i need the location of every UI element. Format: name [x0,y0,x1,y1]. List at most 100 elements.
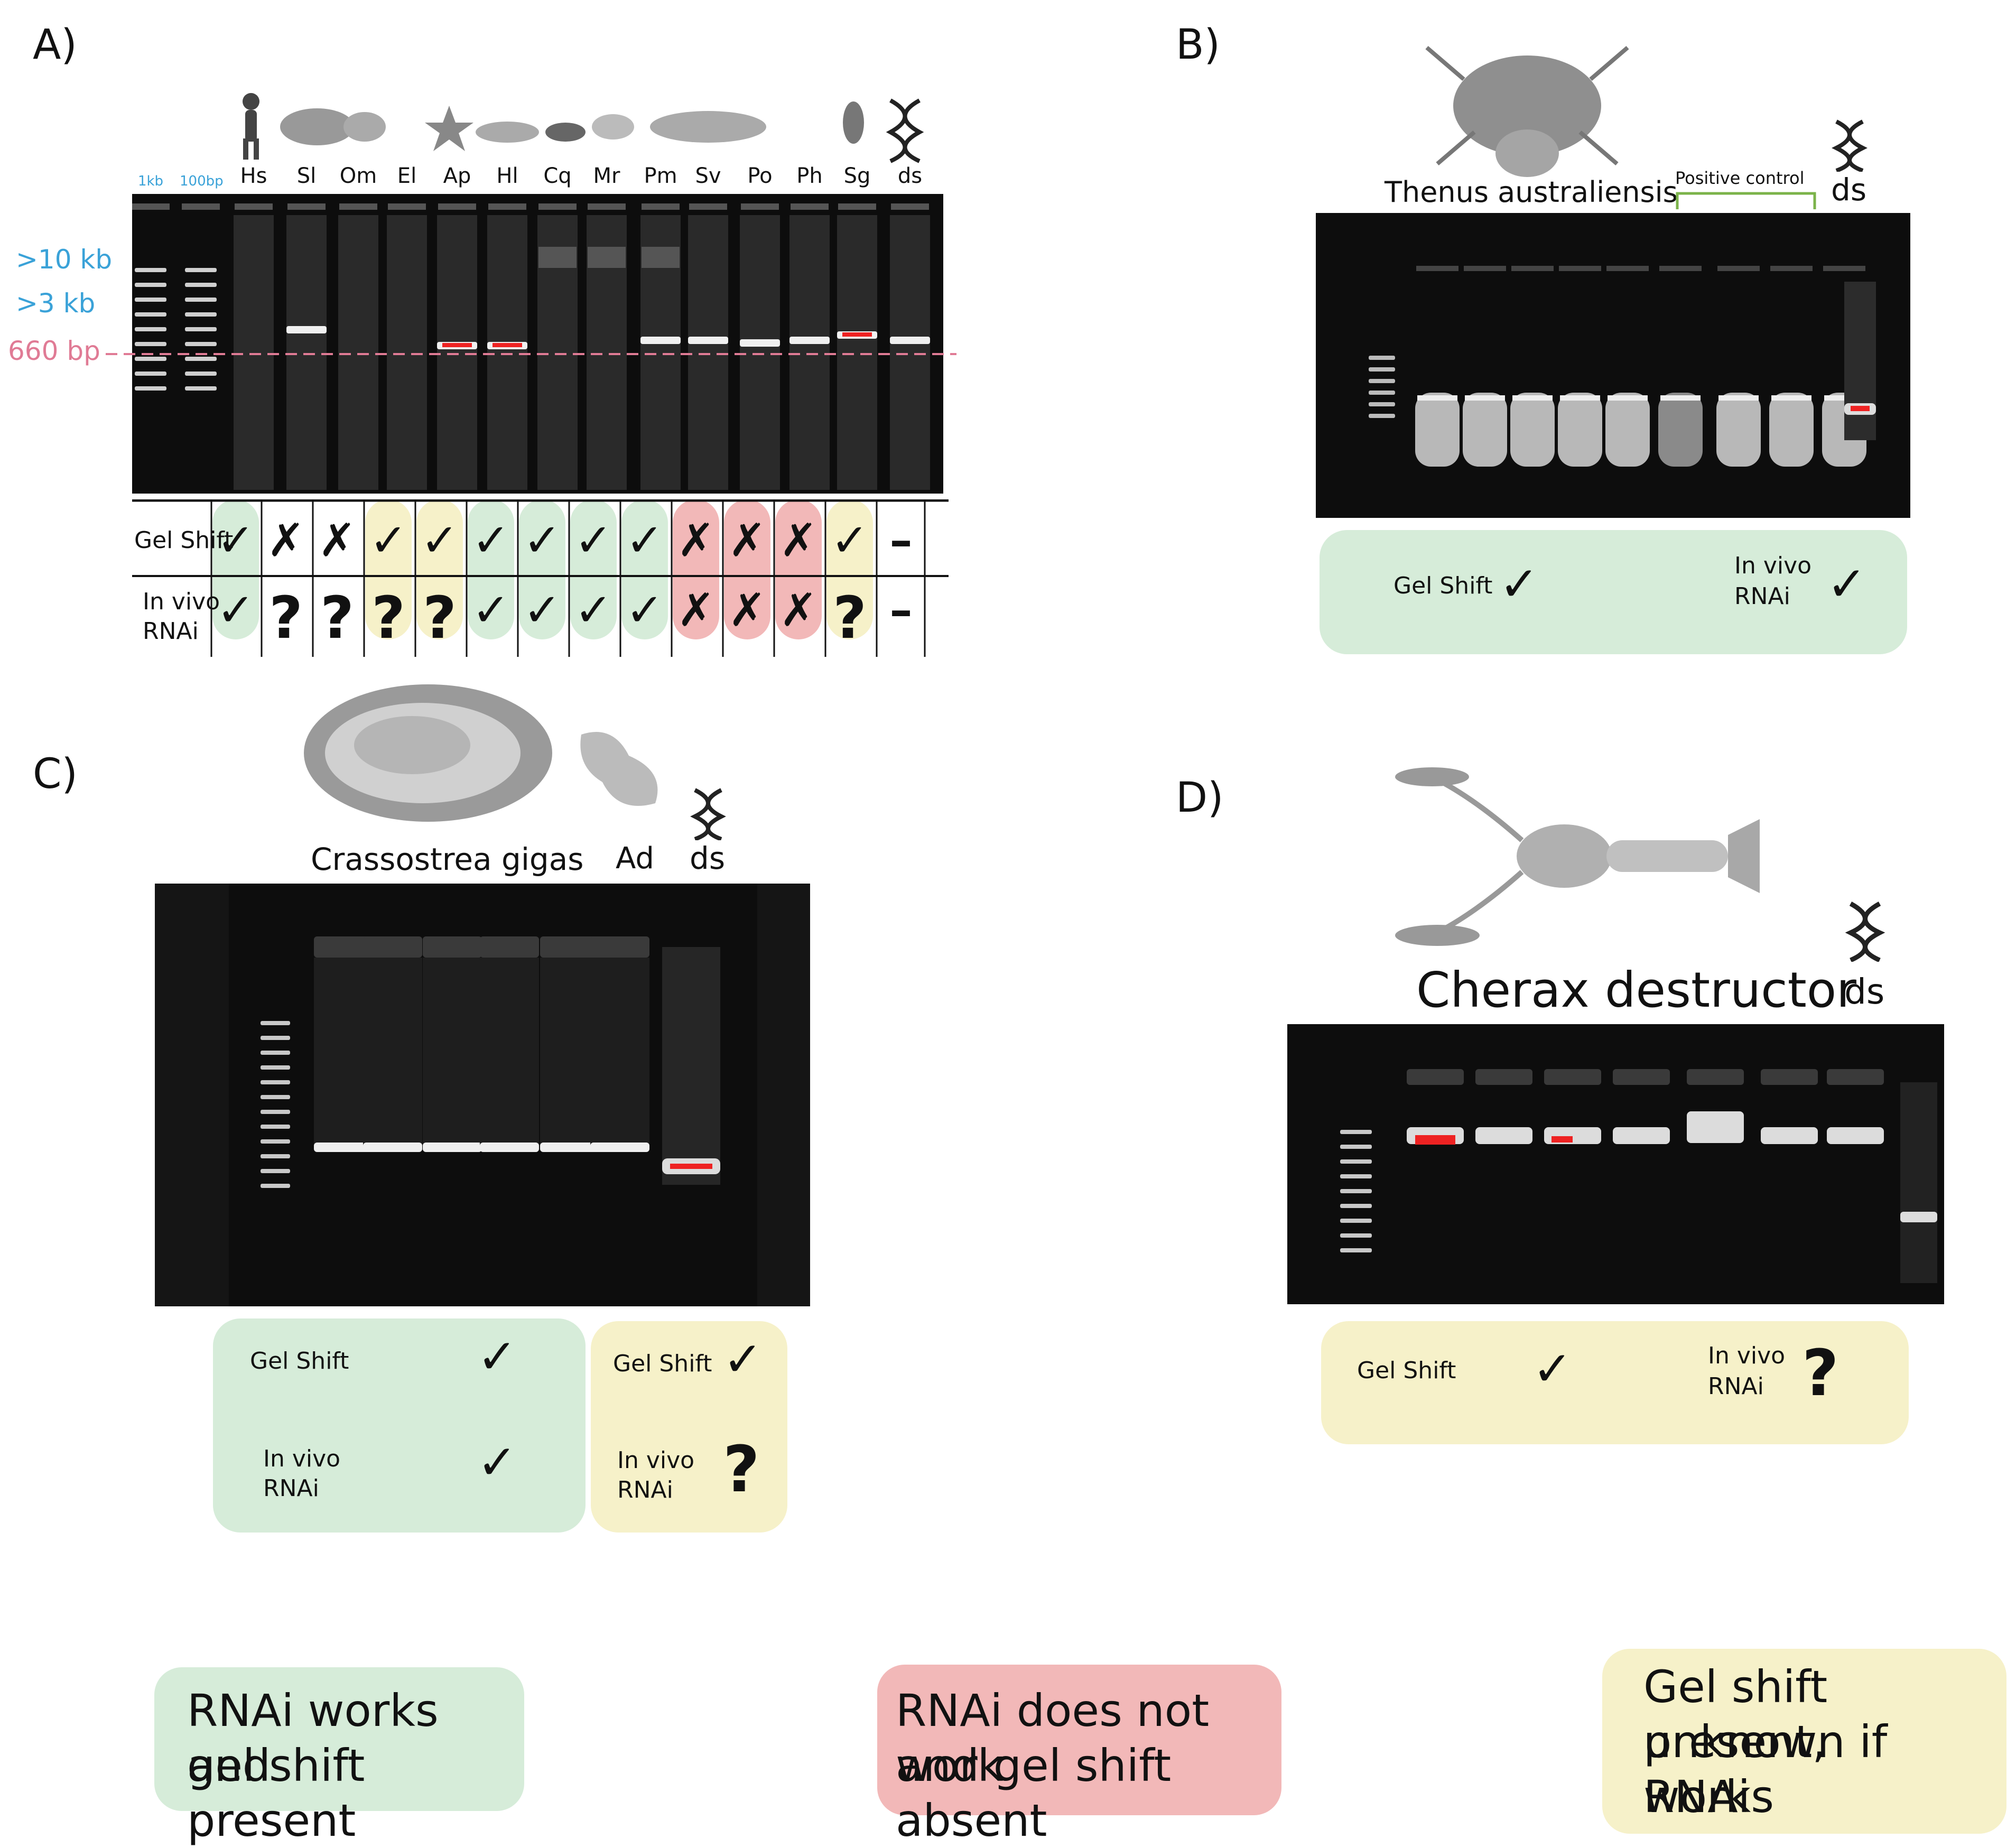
gel-shift-mark-4: ✓ [420,514,459,567]
panel-d-in-vivo-mark: ? [1802,1337,1839,1410]
panel-c-left-in-vivo-line1: In vivo [263,1445,341,1472]
lobster-image [1425,45,1629,177]
panel-b-gel-shift: Gel Shift [1393,572,1493,599]
gel-shift-mark-7: ✓ [574,514,613,567]
marker-10kb: >10 kb [16,244,113,275]
panel-a-label: A) [33,21,77,69]
in-vivo-mark-8: ✓ [625,584,664,637]
legend-green: RNAi works and gel shift present [154,1667,524,1846]
panel-c-species: Crassostrea gigas [311,841,584,877]
gel-shift-mark-6: ✓ [523,514,562,567]
panel-b-gel-shift-mark: ✓ [1499,556,1539,612]
panel-c-right-gel-mark: ✓ [723,1332,763,1387]
panel-c-dna-icon [690,788,726,840]
panel-b-label: B) [1176,21,1220,69]
lane-label-ap: Ap [443,164,471,188]
panel-c-gel [155,884,810,1306]
table-col-bg-12 [826,499,873,639]
panel-b-in-vivo-line1: In vivo [1734,552,1812,579]
marker-3kb: >3 kb [16,288,96,319]
panel-b-ds: ds [1831,172,1867,208]
panel-c-right-in-vivo-line2: RNAi [617,1476,673,1503]
panel-d-in-vivo-line1: In vivo [1708,1342,1786,1369]
legend-yellow-line1: Gel shift present, [1643,1661,1828,1768]
lane-label-100bp: 100bp [180,173,224,189]
panel-d-in-vivo-line2: RNAi [1708,1373,1764,1400]
legend-red-line1: RNAi does not work [896,1685,1210,1791]
legend-green-line1: RNAi works and [187,1685,439,1791]
panel-d-gel [1287,1024,1944,1304]
legend-yellow-line2: unknown if RNAi [1643,1716,1888,1823]
row-label-in-vivo-line1: In vivo [143,588,220,615]
in-vivo-mark-1: ? [269,584,303,652]
gel-shift-mark-2: ✗ [318,514,357,567]
panel-a-dna-icon [886,98,924,163]
in-vivo-mark-12: ? [833,584,867,652]
legend-red-line2: and gel shift absent [896,1740,1172,1846]
panel-b-in-vivo-mark: ✓ [1827,556,1867,612]
in-vivo-mark-9: ✗ [676,584,716,637]
panel-c-right-gel-shift: Gel Shift [613,1350,712,1377]
crayfish-image [1395,767,1760,946]
lane-label-hl: Hl [496,164,518,188]
lane-label-ds: ds [897,164,923,188]
legend-red: RNAi does not work and gel shift absent [877,1665,1281,1846]
panel-d-ds: ds [1844,971,1885,1012]
gel-shift-mark-10: ✗ [728,514,767,567]
panel-c-label: C) [33,750,78,798]
in-vivo-mark-13: – [889,584,913,637]
panel-b-gel [1316,213,1910,518]
row-label-gel-shift: Gel Shift [134,527,234,554]
lane-label-ph: Ph [796,164,823,188]
positive-control-label: Positive control [1675,168,1805,188]
lane-label-om: Om [339,164,377,188]
panel-a-gel [132,194,943,494]
panel-a-table: ✓✗✗✓✓✓✓✓✓✗✗✗✓–✓????✓✓✓✓✗✗✗?– Gel Shift I… [132,499,949,658]
in-vivo-mark-6: ✓ [523,584,562,637]
table-col-bg-3 [365,499,412,639]
in-vivo-mark-0: ✓ [216,584,255,637]
panel-c-left-in-vivo-mark: ✓ [477,1435,517,1490]
gel-shift-mark-13: – [889,514,913,567]
table-col-bg-5 [468,499,514,639]
gel-shift-mark-9: ✗ [676,514,716,567]
panel-d-gel-shift: Gel Shift [1357,1357,1456,1384]
in-vivo-mark-11: ✗ [779,584,818,637]
marker-660bp: 660 bp [8,336,100,366]
panel-c-left-gel-shift: Gel Shift [250,1348,349,1375]
legend-green-line2: gel shift present [187,1740,365,1846]
in-vivo-mark-2: ? [320,584,354,652]
panel-d-gel-mark: ✓ [1532,1341,1573,1397]
row-label-in-vivo-line2: RNAi [143,618,199,645]
panel-c-ad: Ad [616,841,654,876]
panel-a-table-grid [132,499,949,657]
ad-image [580,732,658,806]
panel-d-species: Cherax destructor [1416,962,1856,1018]
gel-shift-mark-11: ✗ [779,514,818,567]
in-vivo-mark-4: ? [423,584,457,652]
lane-label-mr: Mr [593,164,620,188]
gel-shift-mark-1: ✗ [266,514,305,567]
panel-b-result-box: Gel Shift ✓ In vivo RNAi ✓ [1320,530,1907,654]
panel-a-organism-icons [243,93,924,163]
panel-c-left-result-box: Gel Shift ✓ In vivo RNAi ✓ [213,1318,586,1533]
table-col-bg-7 [570,499,617,639]
in-vivo-mark-3: ? [371,584,405,652]
legend-yellow: Gel shift present, unknown if RNAi works [1602,1649,2006,1834]
table-col-bg-9 [673,499,719,639]
lane-label-sl: Sl [296,164,317,188]
in-vivo-mark-5: ✓ [471,584,510,637]
table-col-bg-11 [775,499,822,639]
lane-label-cq: Cq [543,164,572,188]
table-col-bg-0 [212,499,259,639]
lane-label-1kb: 1kb [137,173,164,189]
gel-shift-mark-8: ✓ [625,514,664,567]
lane-label-po: Po [747,164,773,188]
table-col-bg-10 [724,499,770,639]
panel-b-species: Thenus australiensis [1385,175,1678,209]
gel-shift-mark-3: ✓ [369,514,408,567]
in-vivo-mark-7: ✓ [574,584,613,637]
table-col-bg-8 [621,499,668,639]
marker-660bp-line [106,353,956,355]
table-col-bg-6 [519,499,565,639]
